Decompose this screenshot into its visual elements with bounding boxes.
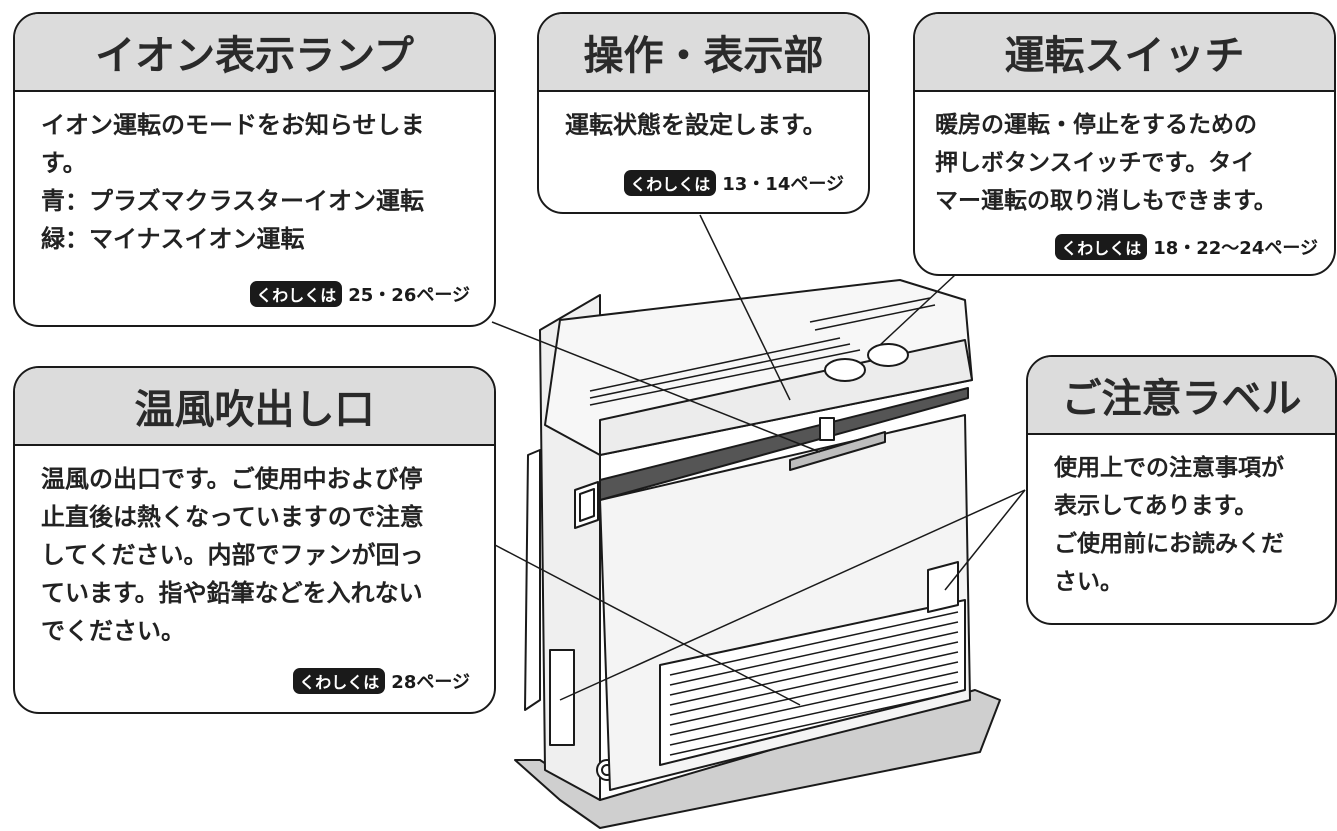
callout-line: さい。 <box>1054 569 1123 595</box>
callout-run-switch: 運転スイッチ 暖房の運転・停止をするための 押しボタンスイッチです。タイ マー運… <box>913 12 1336 276</box>
leader-caution-1 <box>559 489 1026 701</box>
details-badge: くわしくは <box>250 281 343 307</box>
callout-warm-air-outlet: 温風吹出し口 温風の出口です。ご使用中および停 止直後は熱くなっていますので注意… <box>13 366 496 714</box>
callout-caution-label: ご注意ラベル 使用上での注意事項が 表示してあります。 ご使用前にお読みくだ さ… <box>1026 355 1337 625</box>
callout-line: 表示してあります。 <box>1054 493 1258 519</box>
side-vent-slot <box>549 649 575 746</box>
callout-line: 運転状態を設定します。 <box>565 111 827 139</box>
callout-title: 温風吹出し口 <box>15 368 494 446</box>
page-numbers: 13・14ページ <box>722 174 844 195</box>
callout-ion-lamp: イオン表示ランプ イオン運転のモードをお知らせしま す。 青：プラズマクラスター… <box>13 12 496 327</box>
page-numbers: 25・26ページ <box>348 285 470 306</box>
caution-label-sticker <box>927 561 959 613</box>
callout-line: してください。内部でファンが回っ <box>41 541 424 569</box>
callout-body: 温風の出口です。ご使用中および停 止直後は熱くなっていますので注意 してください… <box>15 446 494 650</box>
callout-title: 運転スイッチ <box>915 14 1334 92</box>
callout-line: 青：プラズマクラスターイオン運転 <box>41 187 425 215</box>
leader-run-switch <box>879 274 956 346</box>
ion-lamp-strip <box>789 431 886 471</box>
callout-line: 温風の出口です。ご使用中および停 <box>41 465 423 493</box>
leader-warm-air <box>494 544 801 706</box>
callout-body: イオン運転のモードをお知らせしま す。 青：プラズマクラスターイオン運転 緑：マ… <box>15 92 494 258</box>
page-numbers: 28ページ <box>391 672 470 693</box>
page-numbers: 18・22～24ページ <box>1153 238 1318 259</box>
page-reference: くわしくは 25・26ページ <box>250 281 470 307</box>
page-reference: くわしくは 13・14ページ <box>624 170 844 196</box>
callout-line: イオン運転のモードをお知らせしま <box>41 111 425 139</box>
callout-line: す。 <box>41 149 87 177</box>
callout-title: 操作・表示部 <box>539 14 868 92</box>
callout-line: 暖房の運転・停止をするための <box>935 112 1257 138</box>
callout-title: ご注意ラベル <box>1028 357 1335 435</box>
leader-ion-lamp <box>491 321 821 453</box>
callout-line: マー運転の取り消しもできます。 <box>935 188 1277 214</box>
callout-line: 使用上での注意事項が <box>1054 455 1284 481</box>
details-badge: くわしくは <box>1055 234 1148 260</box>
callout-body: 暖房の運転・停止をするための 押しボタンスイッチです。タイ マー運転の取り消しも… <box>915 92 1334 220</box>
run-switch-button <box>824 358 866 382</box>
page-reference: くわしくは 28ページ <box>293 668 470 694</box>
callout-title: イオン表示ランプ <box>15 14 494 92</box>
callout-line: でください。 <box>41 617 185 645</box>
callout-control-panel: 操作・表示部 運転状態を設定します。 くわしくは 13・14ページ <box>537 12 870 214</box>
callout-line: 止直後は熱くなっていますので注意 <box>41 503 424 531</box>
callout-line: 緑：マイナスイオン運転 <box>41 225 305 253</box>
callout-body: 使用上での注意事項が 表示してあります。 ご使用前にお読みくだ さい。 <box>1028 435 1335 601</box>
callout-line: ています。指や鉛筆などを入れない <box>41 579 423 607</box>
page-reference: くわしくは 18・22～24ページ <box>1055 234 1318 260</box>
callout-line: 押しボタンスイッチです。タイ <box>935 150 1255 176</box>
details-badge: くわしくは <box>624 170 717 196</box>
callout-line: ご使用前にお読みくだ <box>1054 531 1284 557</box>
heater-band <box>599 387 969 501</box>
details-badge: くわしくは <box>293 668 386 694</box>
leader-caution-2 <box>944 489 1026 591</box>
callout-body: 運転状態を設定します。 <box>539 92 868 144</box>
leader-control-panel <box>699 214 791 401</box>
heater-logo <box>819 417 835 441</box>
front-grille <box>659 599 966 766</box>
